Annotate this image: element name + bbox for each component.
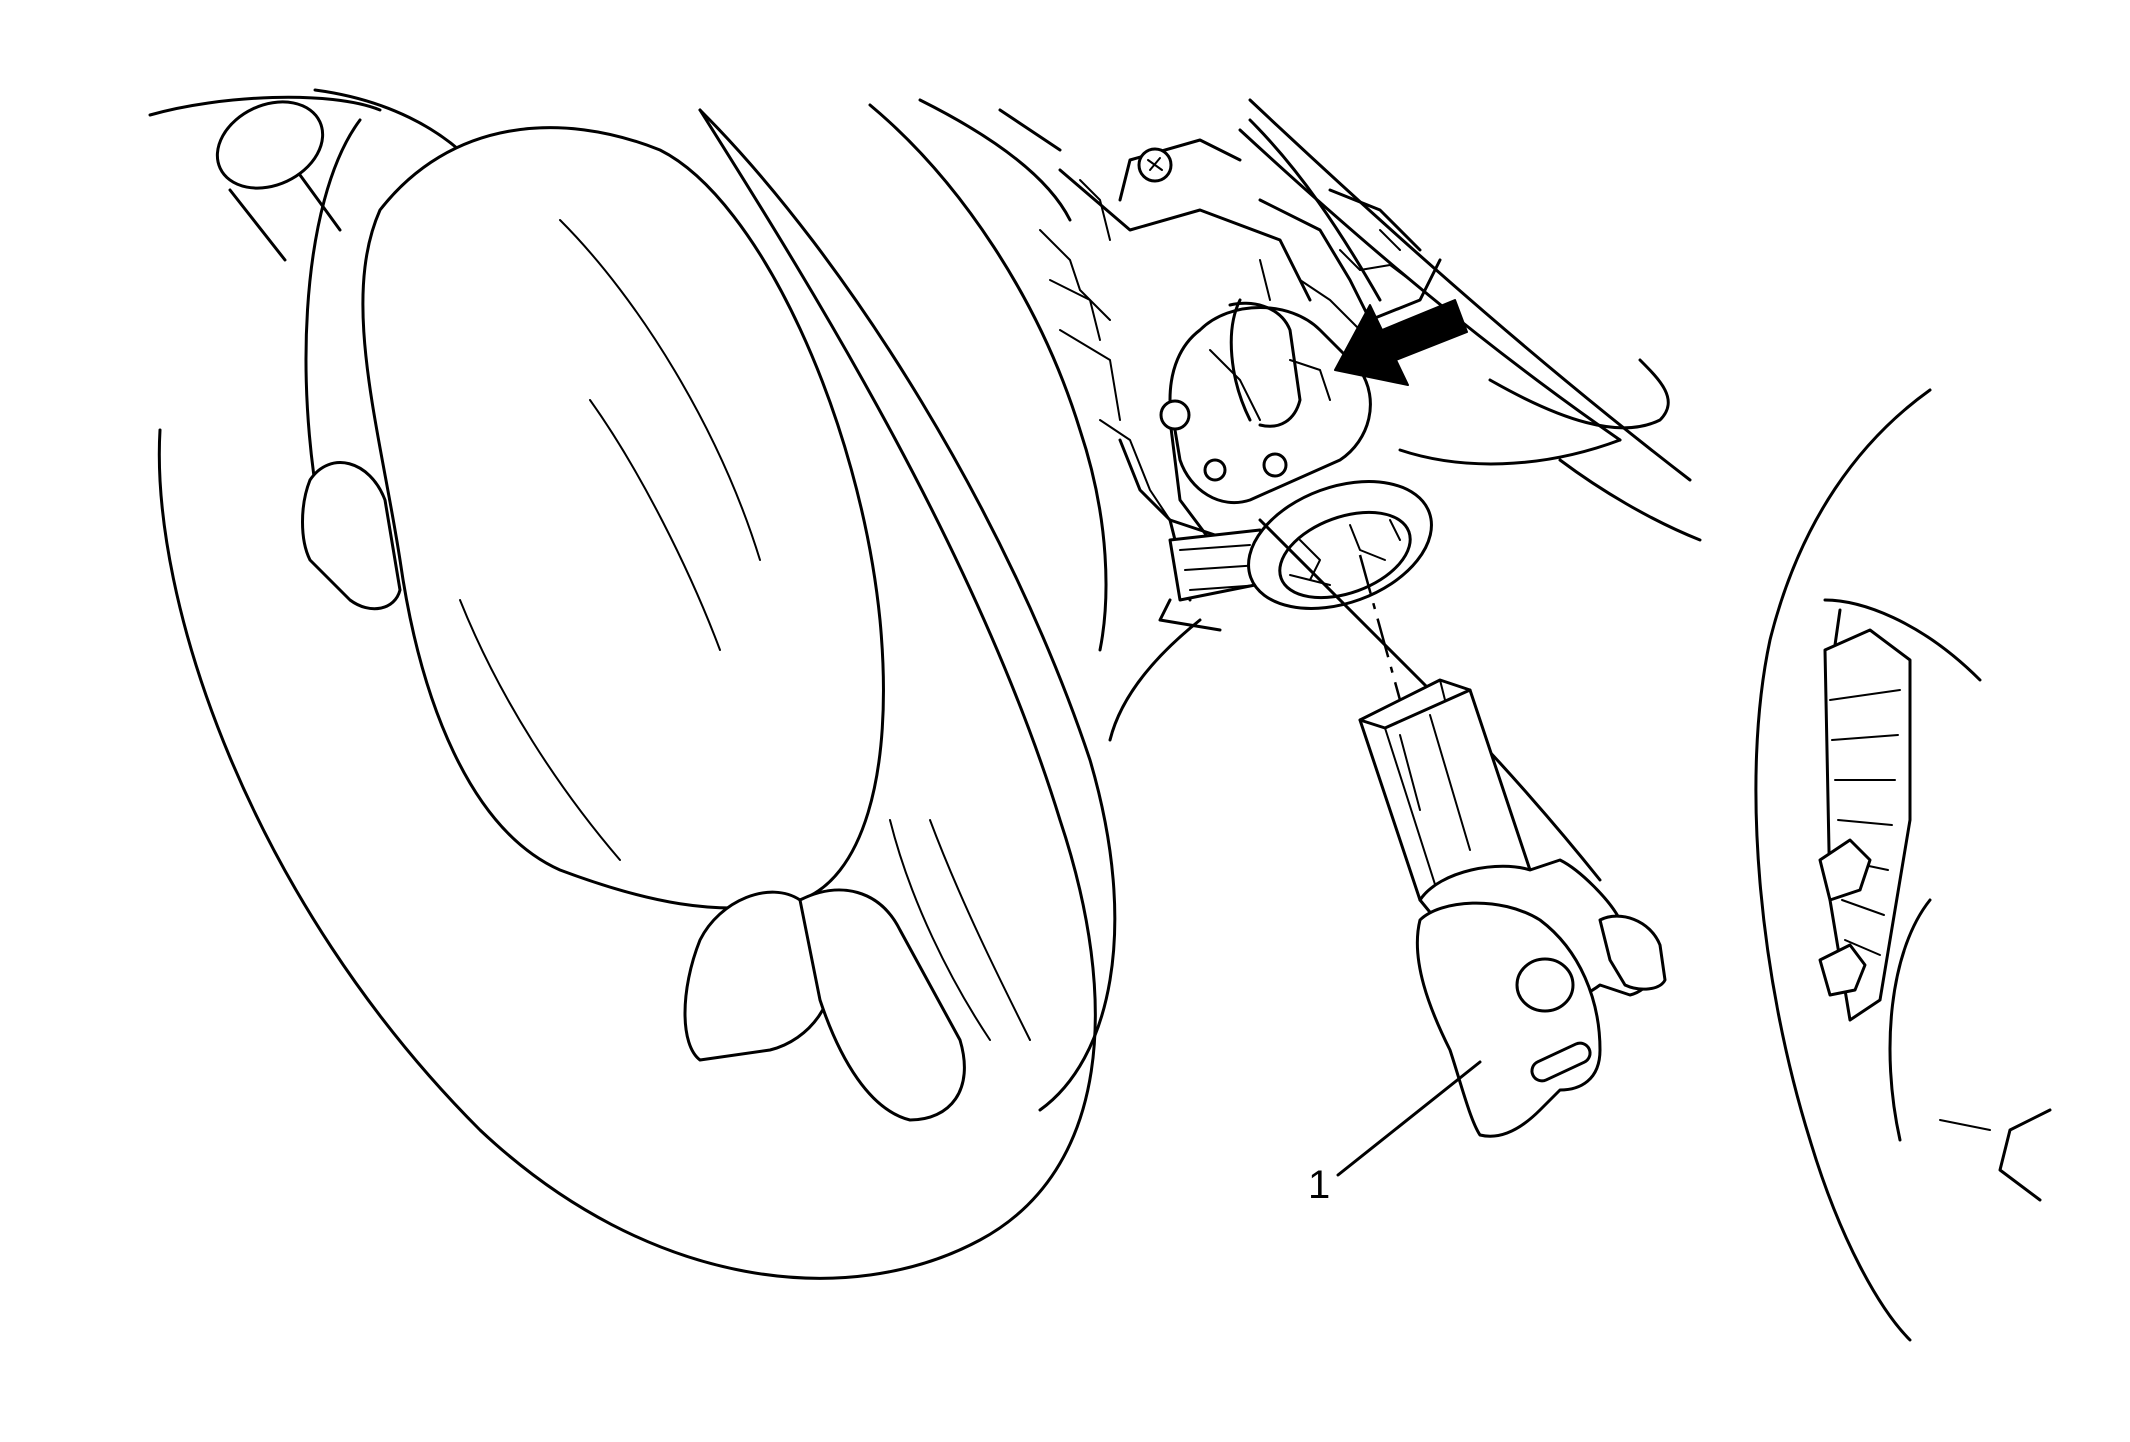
arrow-shape bbox=[1334, 299, 1468, 386]
lock-housing bbox=[1168, 306, 1372, 505]
callout-1: 1 bbox=[1308, 1060, 1482, 1207]
steering-wheel-spoke-lower bbox=[683, 890, 834, 1062]
installation-centerline bbox=[1358, 554, 1402, 701]
steering-wheel-spoke-left bbox=[301, 461, 402, 611]
air-vent bbox=[1823, 628, 1912, 1022]
key-slot bbox=[1530, 1041, 1592, 1083]
steering-wheel-control-boss bbox=[215, 100, 325, 190]
direction-arrow bbox=[1334, 299, 1468, 386]
steering-wheel bbox=[148, 88, 1117, 1280]
key-bore bbox=[1515, 957, 1575, 1013]
instrument-panel-right bbox=[1754, 388, 2052, 1342]
airbag-cover bbox=[361, 126, 885, 910]
lock-cylinder bbox=[1358, 678, 1667, 1138]
callout-1-label: 1 bbox=[1308, 1163, 1330, 1207]
steering-wheel-outer-rim bbox=[157, 108, 1097, 1280]
steering-column-housing bbox=[868, 98, 1702, 882]
callout-1-leader bbox=[1336, 1060, 1482, 1177]
